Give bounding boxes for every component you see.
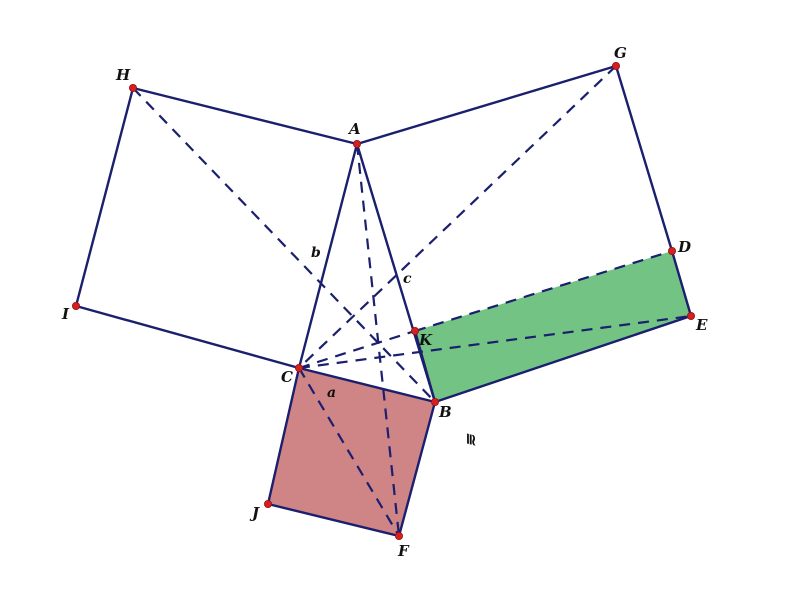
vertex-points <box>72 62 696 541</box>
label-vertex-f: F <box>397 542 410 560</box>
dashed-segment-kd <box>414 249 673 333</box>
label-side-b: b <box>311 245 321 261</box>
congruence-symbol: ≅ <box>462 432 480 446</box>
segment-de <box>670 249 693 318</box>
label-vertex-b: B <box>438 403 452 421</box>
segment-ic <box>74 304 301 370</box>
segment-jc <box>266 366 301 506</box>
label-side-c: c <box>403 271 412 287</box>
point-k[interactable] <box>410 326 419 335</box>
point-c[interactable] <box>294 363 303 372</box>
segment-kb <box>413 329 437 404</box>
filled-regions <box>268 251 691 536</box>
point-a[interactable] <box>352 139 361 148</box>
dashed-segment-ck <box>298 329 416 370</box>
point-g[interactable] <box>612 62 621 71</box>
label-vertex-d: D <box>677 238 691 256</box>
label-vertex-e: E <box>695 316 708 334</box>
point-d[interactable] <box>668 246 677 255</box>
green-rectangle-kdeb <box>415 251 691 402</box>
label-vertex-g: G <box>614 44 627 62</box>
segment-ac <box>297 142 359 370</box>
label-vertex-a: A <box>347 120 361 138</box>
segment-ah <box>131 86 359 146</box>
red-square-cbfj <box>268 368 435 536</box>
dashed-segment-af <box>355 143 401 537</box>
segment-eb <box>433 314 693 404</box>
dashed-segment-cf <box>298 367 400 537</box>
dashed-segment-hb <box>132 87 436 403</box>
label-vertex-h: H <box>115 66 131 84</box>
dashed-segments <box>132 65 692 537</box>
segment-bf <box>397 400 437 538</box>
point-h[interactable] <box>128 84 137 93</box>
vertex-labels: A B C D E F G H I J Ka b c <box>61 44 708 560</box>
dashed-segment-gc <box>298 65 617 369</box>
point-j[interactable] <box>263 499 272 508</box>
point-b[interactable] <box>430 397 439 406</box>
label-side-a: a <box>327 385 336 401</box>
segment-fj <box>266 502 401 538</box>
point-f[interactable] <box>394 532 403 541</box>
label-vertex-c: C <box>281 368 293 386</box>
label-vertex-k: K <box>418 331 433 349</box>
dashed-segment-ce <box>298 314 692 370</box>
point-i[interactable] <box>72 301 81 310</box>
solid-segments <box>74 64 693 538</box>
segment-gd <box>614 64 674 253</box>
label-vertex-i: I <box>61 305 70 323</box>
segment-hi <box>74 86 135 308</box>
label-vertex-j: J <box>249 504 260 522</box>
point-e[interactable] <box>687 311 696 320</box>
segment-ag <box>355 64 618 146</box>
segment-cb <box>297 366 437 404</box>
